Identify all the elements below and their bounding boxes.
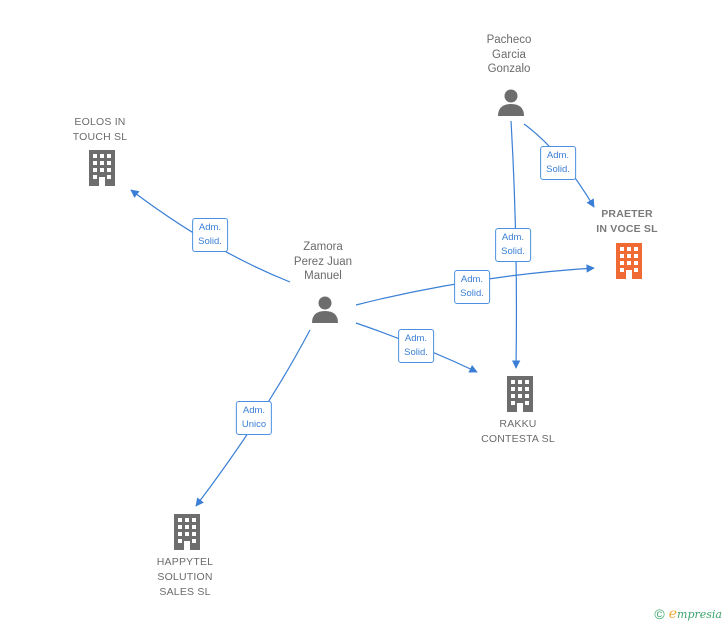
edge-label-zamora-happytel[interactable]: Adm. Unico (235, 401, 273, 435)
edge-label-pacheco-praeter[interactable]: Adm. Solid. (540, 146, 576, 180)
building-icon[interactable] (614, 243, 644, 279)
company-name-line: IN VOCE SL (596, 223, 658, 235)
building-icon[interactable] (505, 376, 535, 412)
edge-role-line: Unico (241, 419, 267, 430)
company-label-praeter[interactable]: PRAETER IN VOCE SL (596, 207, 658, 237)
edge-role-line: Solid. (198, 236, 222, 247)
company-name-line: HAPPYTEL (156, 556, 214, 568)
edge-label-zamora-eolos[interactable]: Adm. Solid. (192, 218, 228, 252)
edge-role-line: Solid. (404, 347, 428, 358)
building-icon[interactable] (87, 150, 117, 186)
person-name-line: Zamora (303, 241, 343, 253)
company-name-line: TOUCH SL (72, 131, 128, 143)
company-label-happytel[interactable]: HAPPYTEL SOLUTION SALES SL (157, 555, 213, 600)
person-name-line: Gonzalo (487, 63, 531, 75)
edge-role-line: Adm. (501, 232, 525, 243)
company-label-eolos[interactable]: EOLOS IN TOUCH SL (73, 115, 128, 145)
person-label-zamora[interactable]: Zamora Perez Juan Manuel (294, 240, 352, 284)
brand-initial: e (668, 606, 678, 622)
edge-role-line: Solid. (546, 164, 570, 175)
edge-role-line: Solid. (501, 246, 525, 257)
footer-brand[interactable]: © empresia (654, 606, 722, 622)
company-name-line: SALES SL (159, 586, 211, 598)
edge-label-zamora-praeter[interactable]: Adm. Solid. (454, 270, 490, 304)
copyright-icon: © (654, 606, 665, 622)
building-icon[interactable] (172, 514, 202, 550)
edge-role-line: Adm. (404, 333, 428, 344)
company-name-line: EOLOS IN (74, 116, 126, 128)
person-name-line: Garcia (492, 48, 526, 61)
edge-role-line: Solid. (460, 288, 484, 299)
edge-label-pacheco-rakku[interactable]: Adm. Solid. (495, 228, 531, 262)
person-name-line: Perez Juan (293, 255, 353, 268)
person-icon[interactable] (311, 295, 339, 323)
brand-name: mpresia (677, 608, 722, 621)
edge-role-line: Adm. (546, 150, 570, 161)
edge-role-line: Adm. (460, 274, 484, 285)
person-icon[interactable] (497, 88, 525, 116)
company-name-line: SOLUTION (157, 571, 213, 583)
person-name-line: Pacheco (486, 34, 532, 46)
brand-logo: empresia (669, 606, 722, 622)
person-label-pacheco[interactable]: Pacheco Garcia Gonzalo (487, 33, 532, 77)
person-name-line: Manuel (304, 270, 342, 282)
company-name-line: PRAETER (601, 208, 653, 220)
company-label-rakku[interactable]: RAKKU CONTESTA SL (481, 417, 555, 447)
edge-role-line: Adm. (242, 405, 266, 416)
edge-role-line: Adm. (198, 222, 222, 233)
edge-label-zamora-rakku[interactable]: Adm. Solid. (398, 329, 434, 363)
company-name-line: RAKKU (499, 418, 537, 430)
company-name-line: CONTESTA SL (481, 433, 555, 445)
